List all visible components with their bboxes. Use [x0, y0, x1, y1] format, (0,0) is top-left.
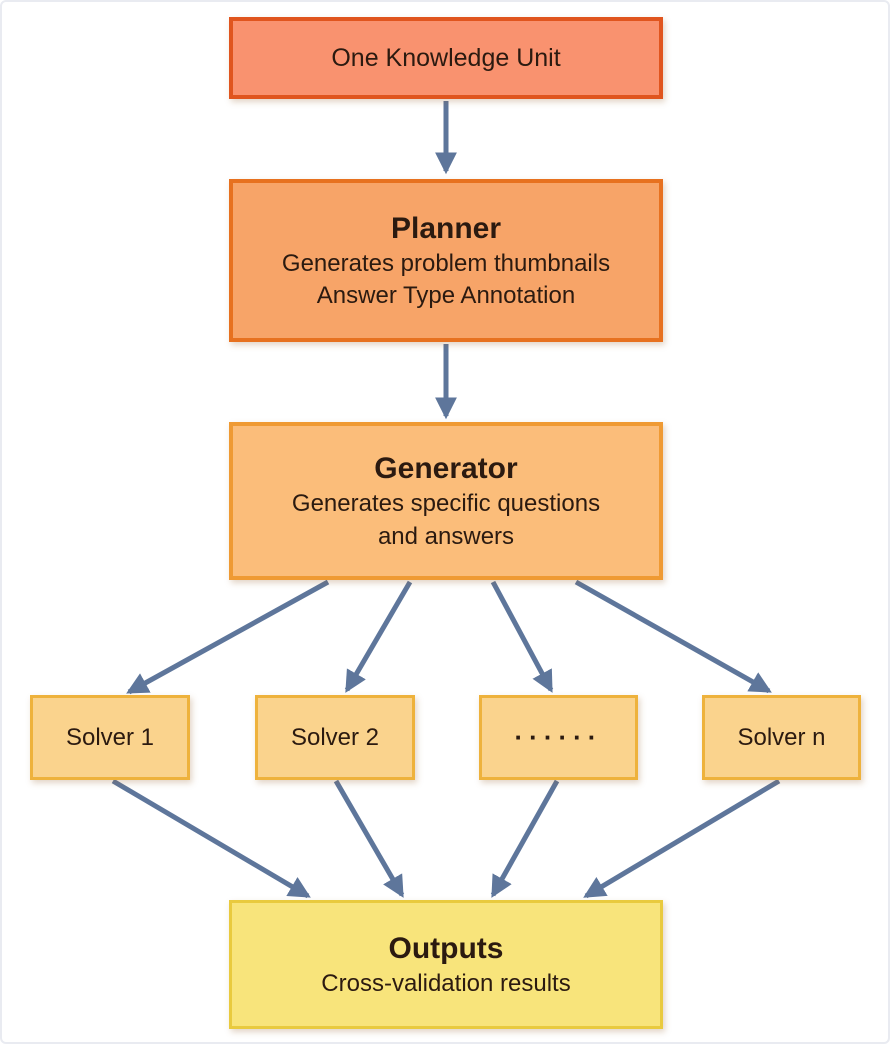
node-solver-1-label: Solver 1	[65, 723, 155, 751]
edge-generator-to-solver-1	[126, 579, 330, 695]
edge-solver-n-to-outputs	[583, 778, 781, 899]
node-generator: Generator Generates specific questions a…	[229, 422, 663, 580]
edge-generator-to-solver-2	[344, 580, 413, 693]
node-solver-1: Solver 1	[30, 695, 190, 780]
edge-solver-1-to-outputs	[111, 778, 311, 899]
edge-solver-2-to-outputs	[333, 779, 405, 898]
node-planner-title: Planner	[390, 211, 502, 245]
node-planner-description-line-1: Generates problem thumbnails	[281, 249, 611, 277]
node-solver-2-label: Solver 2	[290, 723, 380, 751]
node-outputs-title: Outputs	[388, 931, 504, 965]
node-solver-n-label: Solver n	[737, 723, 826, 751]
node-solver-ellipsis: ······	[479, 695, 638, 780]
node-outputs-description-line-1: Cross-validation results	[321, 969, 571, 997]
node-generator-description-line-1: Generates specific questions	[291, 490, 601, 518]
node-solver-ellipsis-label: ······	[514, 721, 603, 752]
node-planner-description-line-2: Answer Type Annotation	[316, 282, 576, 309]
node-one-knowledge-unit-label: One Knowledge Unit	[331, 43, 561, 72]
node-solver-2: Solver 2	[255, 695, 415, 780]
node-one-knowledge-unit: One Knowledge Unit	[229, 17, 663, 99]
node-outputs: Outputs Cross-validation results	[229, 900, 663, 1029]
edge-generator-to-solver-ellipsis	[490, 580, 554, 693]
node-solver-n: Solver n	[702, 695, 861, 780]
node-generator-title: Generator	[374, 452, 518, 486]
edge-solver-ellipsis-to-outputs	[490, 779, 560, 898]
node-generator-description-line-2: and answers	[377, 522, 515, 550]
edge-generator-to-solver-n	[574, 579, 772, 694]
node-planner: Planner Generates problem thumbnails Ans…	[229, 179, 663, 342]
